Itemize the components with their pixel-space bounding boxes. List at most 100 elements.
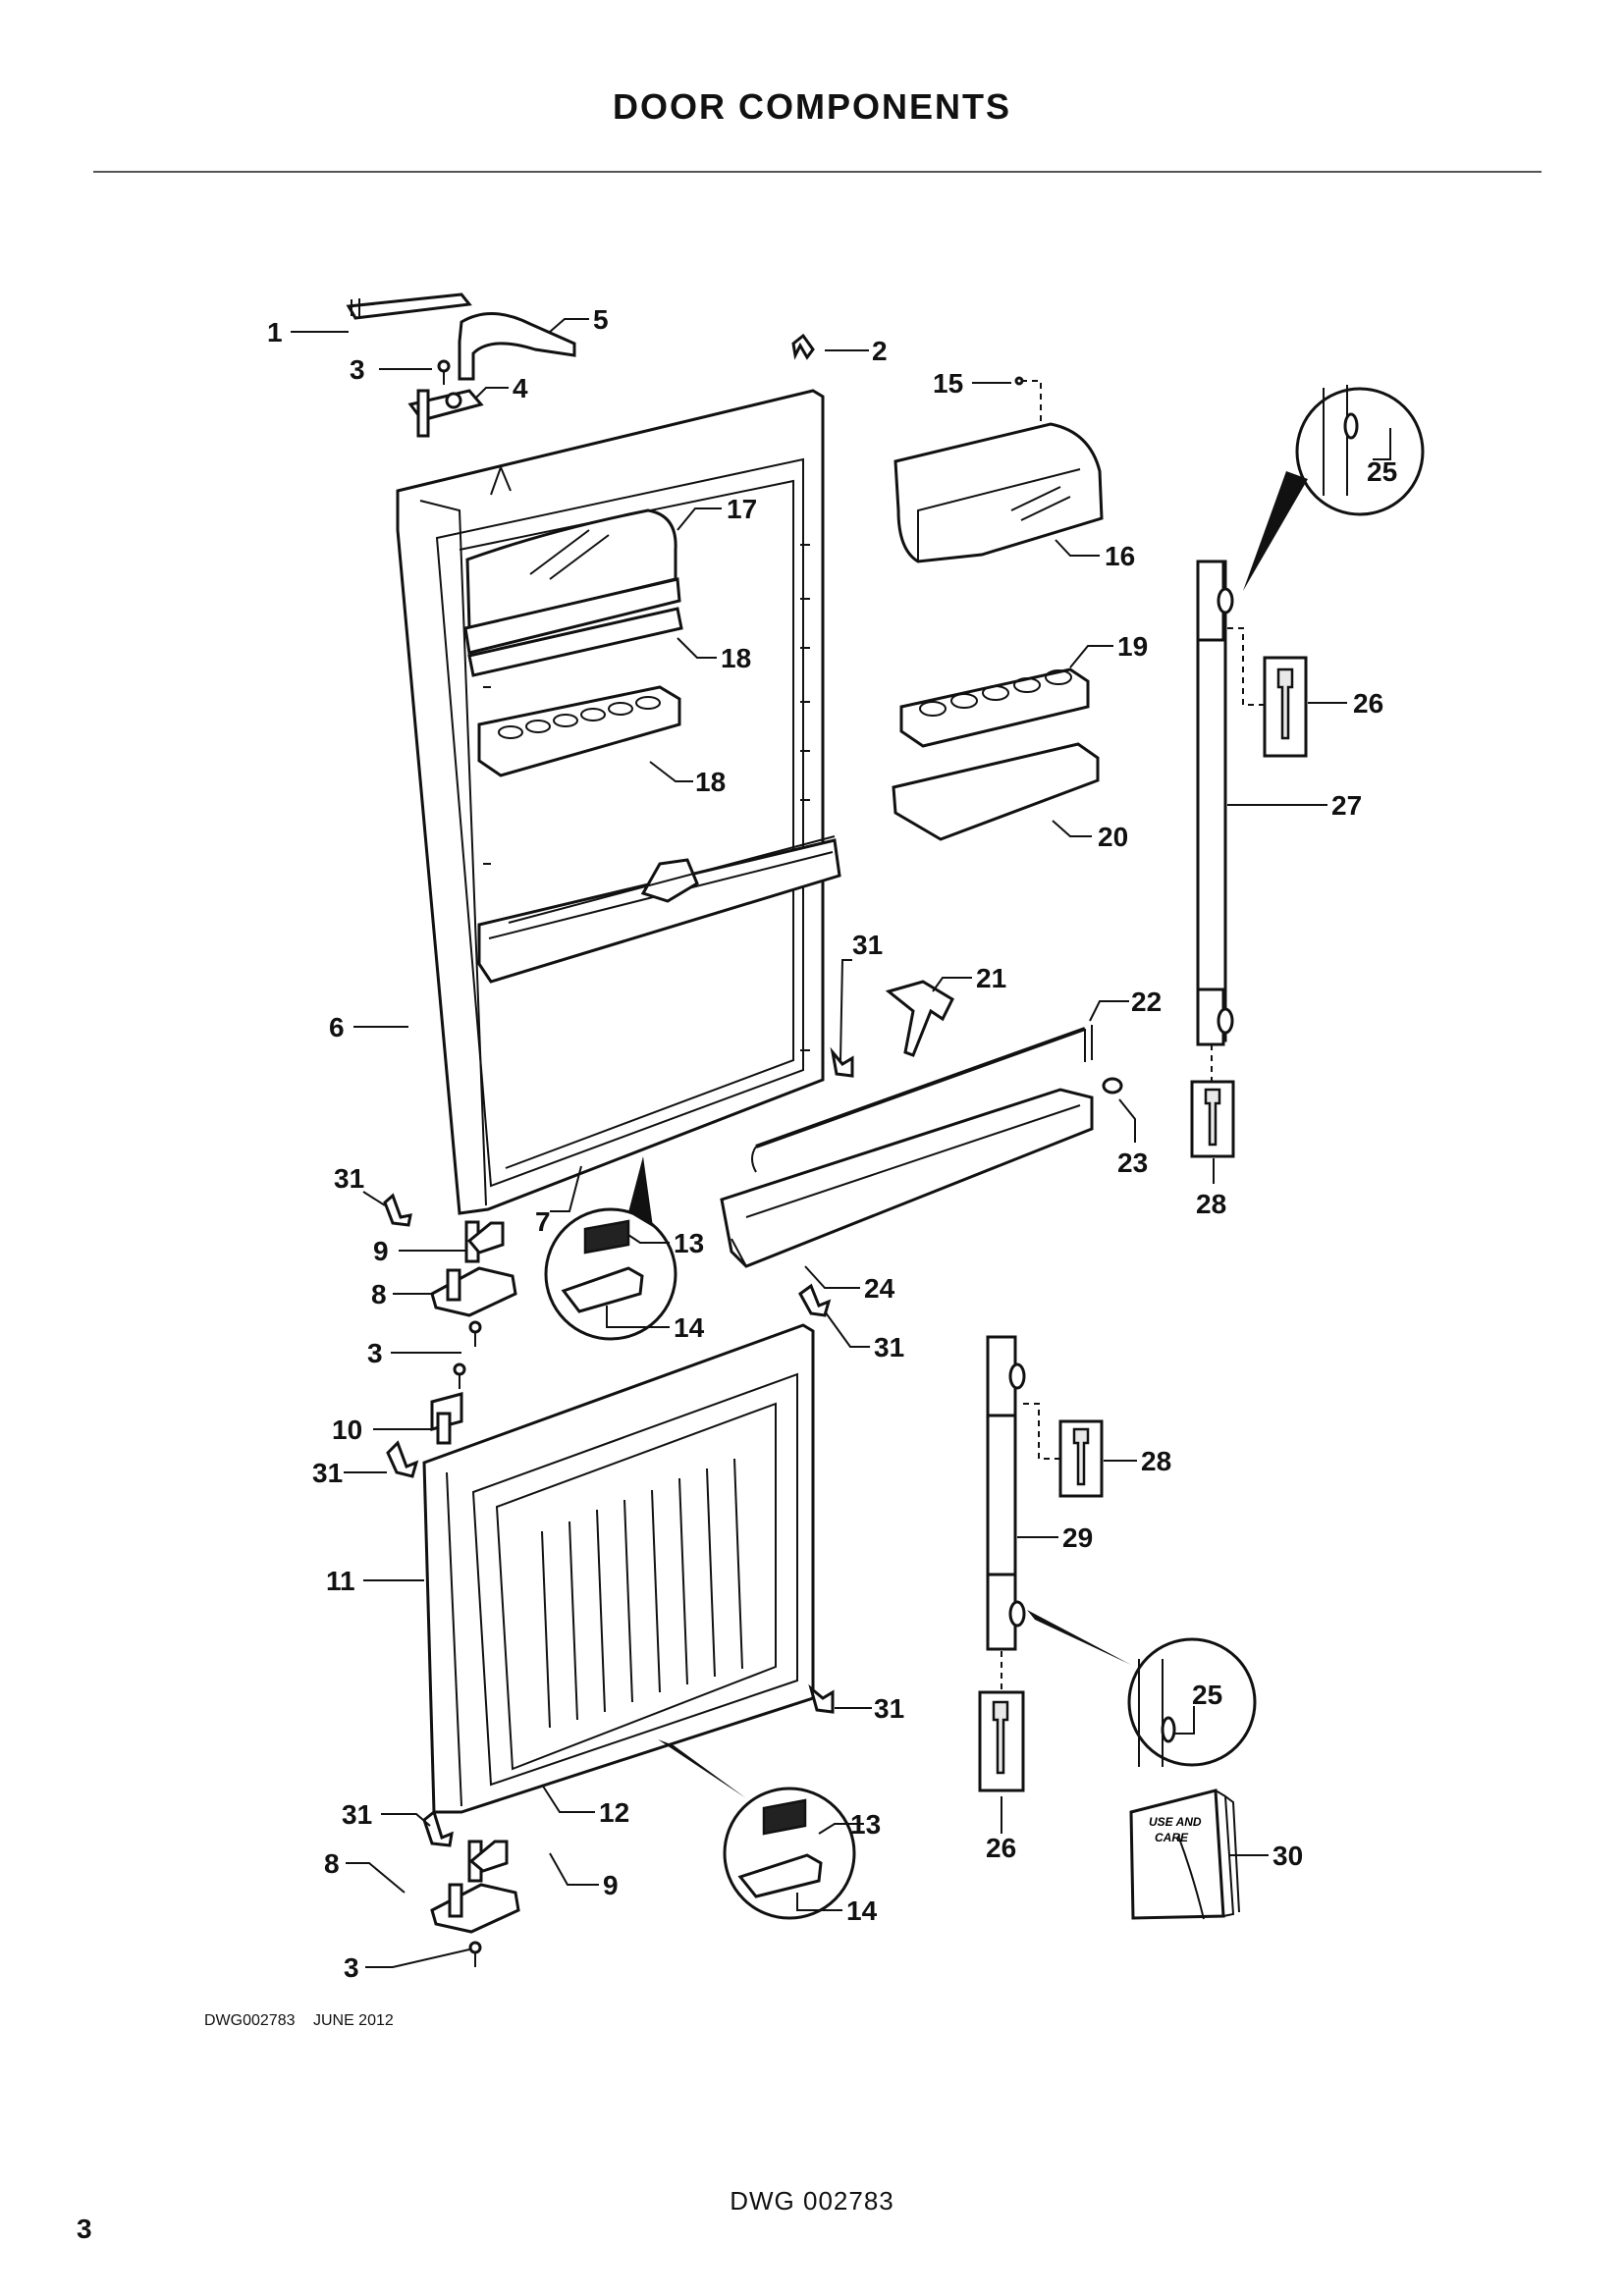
callout-label: 30 xyxy=(1272,1841,1303,1871)
lower-hinge-9-part xyxy=(464,1220,505,1263)
callout-label: 7 xyxy=(535,1206,551,1237)
callout-label: 14 xyxy=(846,1896,878,1926)
callout-label: 9 xyxy=(603,1870,619,1900)
clip-31-part xyxy=(830,1046,854,1078)
callout-label: 26 xyxy=(986,1833,1016,1863)
callout-label: 24 xyxy=(864,1273,895,1304)
callout-label: 3 xyxy=(350,354,365,385)
callout-label: 21 xyxy=(976,963,1006,993)
screw-3-middle-part xyxy=(453,1320,482,1389)
callout-label: 15 xyxy=(933,368,963,399)
upper-hinge-bracket-part xyxy=(458,312,576,381)
use-and-care-booklet-part: USE AND CARE xyxy=(1129,1789,1240,1920)
freezer-door-part xyxy=(422,1323,815,1814)
drawing-date: JUNE 2012 xyxy=(312,2012,394,2029)
callout-label: 22 xyxy=(1131,987,1162,1017)
gasket-detail-upper-part xyxy=(544,1156,677,1341)
clip-31-part xyxy=(383,1193,412,1227)
handle-screw-28-part xyxy=(1190,1080,1235,1158)
fresh-food-door-part xyxy=(396,389,825,1215)
hinge-pin-plate-part xyxy=(407,389,484,438)
door-shelf-upper-part xyxy=(467,607,683,677)
rail-cap-part xyxy=(1102,1077,1123,1095)
callout-label: 17 xyxy=(727,494,757,524)
callout-label: 1 xyxy=(267,317,283,347)
clip-31-part xyxy=(422,1809,454,1847)
handle-detail-circle-lower-part xyxy=(1027,1610,1257,1767)
drawing-reference: DWG002783 JUNE 2012 xyxy=(204,2012,407,2030)
handle-screw-28b-part xyxy=(1021,1403,1104,1498)
page-title: DOOR COMPONENTS xyxy=(612,86,1011,127)
lower-hinge-9b-part xyxy=(467,1840,509,1883)
callout-label: 11 xyxy=(326,1566,355,1596)
callout-label: 20 xyxy=(1098,822,1128,852)
callout-label: 31 xyxy=(874,1332,904,1362)
clip-31-part xyxy=(386,1440,419,1478)
footer-drawing-code: DWG 002783 xyxy=(730,2186,894,2216)
gasket-detail-lower-part xyxy=(658,1739,856,1920)
leader-lines xyxy=(291,318,1391,1968)
egg-tray-shelf-part xyxy=(477,685,681,777)
handle-screw-upper-part xyxy=(1227,627,1308,758)
callout-label: 31 xyxy=(852,930,883,960)
middle-hinge-10-part xyxy=(430,1392,463,1445)
callout-label: 26 xyxy=(1353,688,1383,719)
lower-handle-part xyxy=(986,1335,1026,1690)
callout-label: 10 xyxy=(332,1415,362,1445)
booklet-text-line2: CARE xyxy=(1155,1831,1189,1844)
shelf-rail-part xyxy=(751,1025,1093,1173)
callout-label: 23 xyxy=(1117,1148,1148,1178)
clip-31-part xyxy=(808,1683,835,1714)
callout-label: 9 xyxy=(373,1236,389,1266)
hinge-cover-part xyxy=(346,293,472,320)
callout-label: 31 xyxy=(874,1693,904,1724)
callout-label: 3 xyxy=(344,1952,359,1983)
callout-label: 8 xyxy=(324,1848,340,1879)
drawing-id: DWG002783 xyxy=(204,2012,296,2029)
door-clip-part xyxy=(791,333,815,360)
hinge-bracket-8-part xyxy=(430,1266,517,1317)
callout-label: 16 xyxy=(1105,541,1135,571)
callout-label: 14 xyxy=(674,1312,705,1343)
callout-labels: 1 5 3 4 2 15 17 16 25 18 19 18 26 27 20 … xyxy=(267,304,1397,1983)
callout-label: 31 xyxy=(342,1799,372,1830)
callout-label: 5 xyxy=(593,304,609,335)
page-number: 3 xyxy=(77,2214,92,2244)
callout-label: 3 xyxy=(367,1338,383,1368)
dairy-compartment-part xyxy=(463,508,681,655)
callout-label: 25 xyxy=(1367,456,1397,487)
hinge-bracket-8b-part xyxy=(430,1883,520,1934)
clip-31-part xyxy=(798,1283,832,1317)
callout-label: 13 xyxy=(674,1228,704,1258)
callout-label: 28 xyxy=(1141,1446,1171,1476)
screw-3-bottom-part xyxy=(468,1941,482,1967)
booklet-text-line1: USE AND xyxy=(1149,1815,1202,1829)
small-door-shelf-part xyxy=(892,742,1100,841)
door-bottle-shelf-part xyxy=(477,835,841,984)
callout-label: 13 xyxy=(850,1809,881,1840)
callout-label: 19 xyxy=(1117,631,1148,662)
callout-label: 4 xyxy=(513,373,528,403)
title-divider xyxy=(93,171,1542,173)
egg-tray-part xyxy=(899,667,1090,748)
callout-label: 12 xyxy=(599,1797,629,1828)
callout-label: 2 xyxy=(872,336,888,366)
callout-label: 29 xyxy=(1062,1522,1093,1553)
callout-label: 18 xyxy=(695,767,726,797)
upper-handle-part xyxy=(1196,560,1234,1090)
callout-label: 27 xyxy=(1331,790,1362,821)
callout-label: 6 xyxy=(329,1012,345,1042)
bottle-retainer-part xyxy=(885,980,954,1057)
callout-label: 8 xyxy=(371,1279,387,1309)
handle-detail-circle-part xyxy=(1243,385,1425,591)
callout-label: 28 xyxy=(1196,1189,1226,1219)
screw-part xyxy=(437,359,451,385)
callout-label: 31 xyxy=(312,1458,343,1488)
callout-label: 25 xyxy=(1192,1680,1222,1710)
callout-label: 31 xyxy=(334,1163,364,1194)
dairy-bin-lid-part xyxy=(893,376,1104,563)
bottle-shelf-part xyxy=(720,1088,1094,1268)
callout-label: 18 xyxy=(721,643,751,673)
handle-screw-26b-part xyxy=(978,1690,1025,1792)
